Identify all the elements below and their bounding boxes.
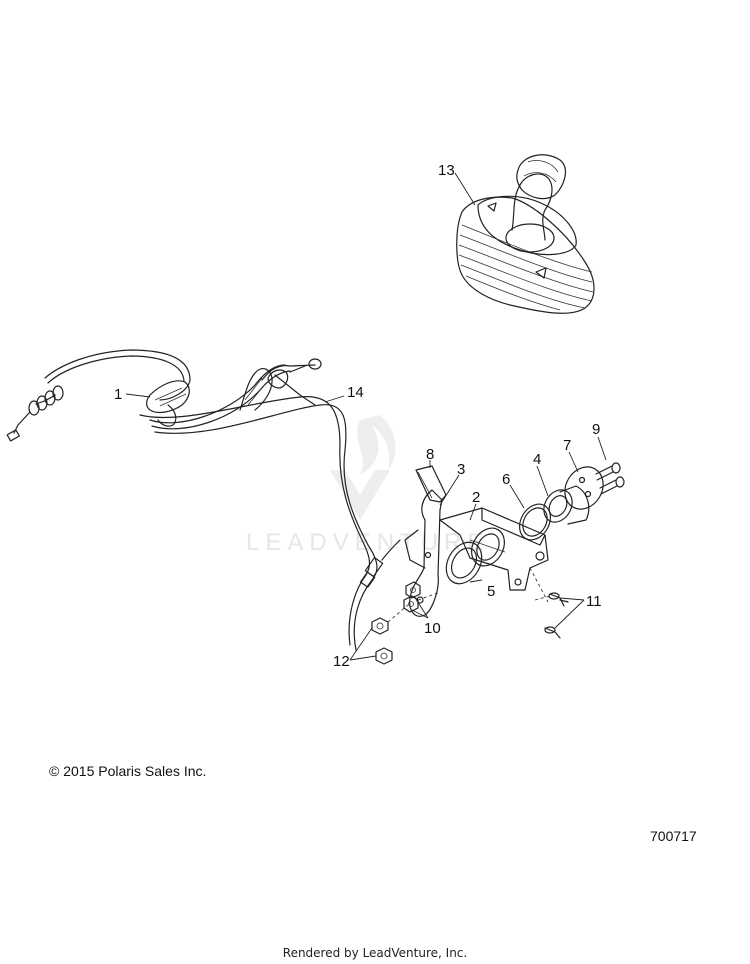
- part-3-shift-lever: [404, 489, 443, 617]
- part-5-bushing: [445, 527, 505, 585]
- callout-12: 12: [333, 653, 350, 670]
- part-7-cover-plate: [564, 466, 604, 510]
- callout-8: 8: [426, 446, 434, 463]
- part-11-bolts: [544, 592, 569, 639]
- leader-lines: [125, 172, 607, 661]
- diagram-id: 700717: [650, 828, 697, 844]
- callout-5: 5: [487, 583, 495, 600]
- alignment-lines: [387, 567, 551, 623]
- callout-9: 9: [592, 421, 600, 438]
- part-4-spacer: [543, 485, 590, 525]
- part-2-mounting-bracket: [439, 507, 549, 591]
- part-10-nuts: [403, 581, 421, 613]
- part-13-joystick-shifter: [456, 154, 595, 314]
- copyright-notice: © 2015 Polaris Sales Inc.: [49, 763, 207, 779]
- callout-11: 11: [586, 593, 602, 610]
- part-12-nuts: [371, 617, 393, 665]
- callout-1: 1: [114, 386, 122, 403]
- callout-7: 7: [563, 437, 571, 454]
- part-8-lever-knob: [415, 465, 447, 503]
- rendered-by-footer: Rendered by LeadVenture, Inc.: [282, 946, 468, 960]
- callout-3: 3: [457, 461, 465, 478]
- callout-14: 14: [347, 384, 364, 401]
- callout-10: 10: [424, 620, 441, 637]
- part-1-cable-clip: [6, 380, 401, 588]
- part-9-bolts: [595, 462, 625, 495]
- callout-2: 2: [472, 489, 480, 506]
- leadventure-watermark: LEADVENTURE: [246, 415, 489, 556]
- watermark-text: LEADVENTURE: [246, 529, 489, 556]
- callout-6: 6: [502, 471, 510, 488]
- part-14-shift-cable: [44, 349, 378, 651]
- callout-4: 4: [533, 451, 541, 468]
- callout-labels: 1 2 3 4 5 6 7 8 9 10 11 12 13 14: [114, 162, 602, 670]
- callout-13: 13: [438, 162, 455, 179]
